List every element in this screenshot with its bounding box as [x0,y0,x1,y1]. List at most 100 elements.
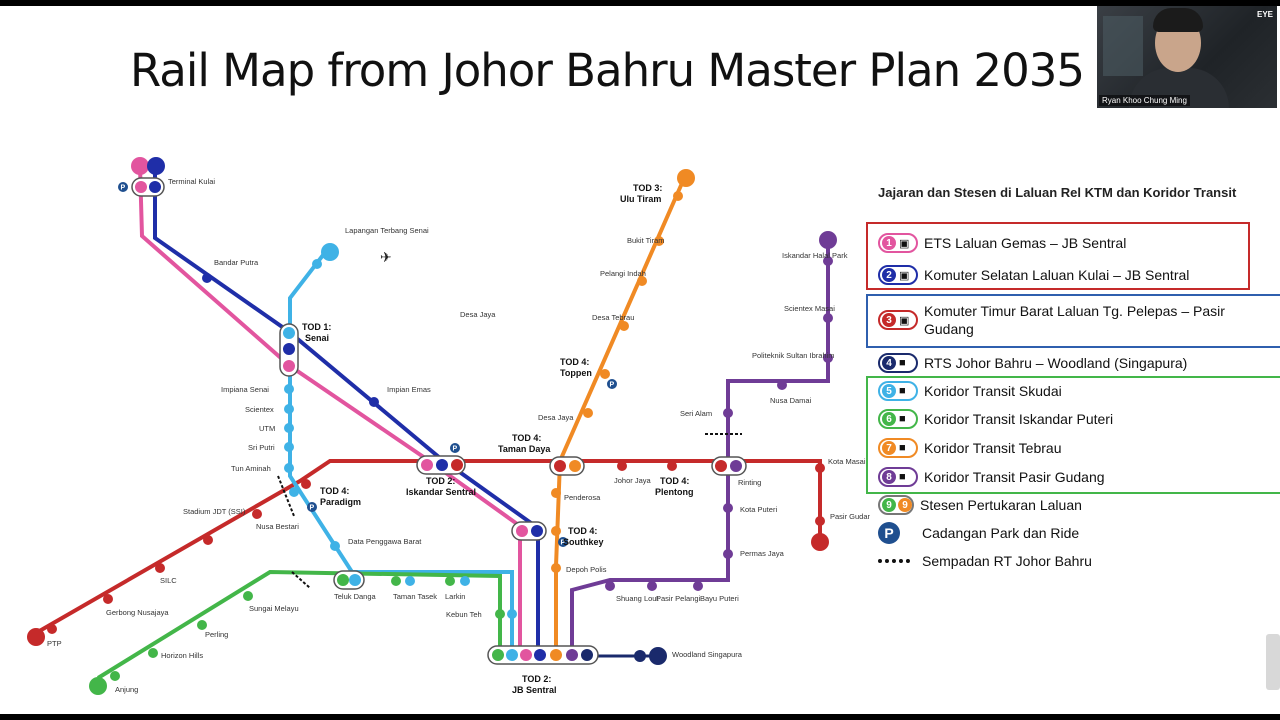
svg-text:Bukit Tiram: Bukit Tiram [627,236,665,245]
svg-text:Teluk Danga: Teluk Danga [334,592,377,601]
legend-box-timur-barat [866,294,1280,348]
boundary-dash-west [277,475,295,517]
line-5-terminus[interactable] [321,243,339,261]
line-6-iskandar-puteri [96,569,502,680]
rts-terminus-4[interactable] [649,647,667,665]
tod-senai-label: TOD 1:Senai [302,322,331,343]
tod-taman-daya-label: TOD 4:Taman Daya [498,433,551,454]
presenter-hair [1153,8,1203,32]
svg-text:SILC: SILC [160,576,177,585]
boundary-dash-south [291,571,311,589]
legend-item-6: 6■ Koridor Transit Iskandar Puteri [878,408,1113,430]
svg-text:Impian Emas: Impian Emas [387,385,431,394]
svg-text:Kota Puteri: Kota Puteri [740,505,777,514]
svg-text:P: P [121,185,126,192]
station-labels: Terminal Kulai Bandar Putra Lapangan Ter… [47,177,870,694]
svg-text:Tun Aminah: Tun Aminah [231,464,271,473]
svg-text:Kota Masai: Kota Masai [828,457,866,466]
svg-text:Taman Tasek: Taman Tasek [393,592,437,601]
svg-text:Terminal Kulai: Terminal Kulai [168,177,215,186]
slide: Rail Map from Johor Bahru Master Plan 20… [0,6,1280,714]
svg-text:Nusa Bestari: Nusa Bestari [256,522,299,531]
scrollbar-handle[interactable] [1266,634,1280,690]
park-ride-icons: P P P P P [118,182,617,547]
svg-text:P: P [310,505,315,512]
svg-text:Data Penggawa Barat: Data Penggawa Barat [348,537,422,546]
svg-text:Rinting: Rinting [738,478,761,487]
line-7-terminus[interactable] [677,169,695,187]
svg-text:Nusa Damai: Nusa Damai [770,396,812,405]
train-icon: ▣ [899,237,910,250]
legend-item-3: 3▣ Komuter Timur Barat Laluan Tg. Pelepa… [878,302,1274,337]
svg-text:Desa Jaya: Desa Jaya [460,310,496,319]
airport-icon: ✈ [380,249,392,265]
legend-item-7: 7■ Koridor Transit Tebrau [878,437,1061,459]
line-3-east-terminus[interactable] [811,533,829,551]
svg-text:Politeknik Sultan Ibrahim: Politeknik Sultan Ibrahim [752,351,835,360]
bus-icon: ■ [899,442,906,454]
svg-text:Bayu Puteri: Bayu Puteri [700,594,739,603]
svg-text:Depoh Polis: Depoh Polis [566,565,607,574]
train-icon: ▣ [899,269,910,282]
svg-text:Iskandar Halal Park: Iskandar Halal Park [782,251,848,260]
svg-text:Penderosa: Penderosa [564,493,601,502]
svg-text:Scientex: Scientex [245,405,274,414]
tod-paradigm-label: TOD 4:Paradigm [320,486,361,507]
legend-item-boundary: Sempadan RT Johor Bahru [878,550,1092,572]
line-7-tebrau [554,173,688,656]
svg-text:Permas Jaya: Permas Jaya [740,549,785,558]
rts-station-1[interactable] [634,650,646,662]
svg-text:Pasir Gudang: Pasir Gudang [830,512,870,521]
svg-text:Sri Putri: Sri Putri [248,443,275,452]
svg-text:Anjung: Anjung [115,685,138,694]
svg-text:Kebun Teh: Kebun Teh [446,610,482,619]
svg-text:Bandar Putra: Bandar Putra [214,258,259,267]
legend-box-ktm [866,222,1250,290]
svg-text:P: P [610,382,615,389]
svg-text:Scientex Masai: Scientex Masai [784,304,835,313]
line-5-skudai [288,244,514,656]
line-3-timur-barat [35,459,822,635]
legend-item-4: 4■ RTS Johor Bahru – Woodland (Singapura… [878,352,1187,374]
svg-text:Desa Tebrau: Desa Tebrau [592,313,634,322]
line-3-west-terminus[interactable] [27,628,45,646]
bus-icon: ■ [899,385,906,397]
tod-toppen-label: TOD 4:Toppen [560,357,592,378]
rail-map: P P P P P ✈ TOD 1:Senai TOD 2:JB Sentral… [27,157,870,695]
svg-text:Johor Jaya: Johor Jaya [614,476,652,485]
boundary-dash-icon [878,559,910,563]
webcam-thumbnail[interactable]: EYE Ryan Khoo Chung Ming [1097,6,1277,108]
legend-item-2: 2▣ Komuter Selatan Laluan Kulai – JB Sen… [878,264,1189,286]
tod-southkey-label: TOD 4:Southkey [563,526,604,547]
svg-text:UTM: UTM [259,424,275,433]
svg-text:P: P [453,446,458,453]
slide-title: Rail Map from Johor Bahru Master Plan 20… [130,44,1085,97]
legend-item-5: 5■ Koridor Transit Skudai [878,380,1062,402]
legend-box-transit [866,376,1280,494]
bus-icon: ■ [899,471,906,483]
tod-jb-sentral-label: TOD 2:JB Sentral [512,674,557,695]
line-1-terminus[interactable] [131,157,149,175]
svg-text:Stadium JDT (SSI): Stadium JDT (SSI) [183,507,246,516]
presenter-name: Ryan Khoo Chung Ming [1099,95,1190,106]
svg-text:PTP: PTP [47,639,62,648]
line-2-terminus[interactable] [147,157,165,175]
line-8-terminus[interactable] [819,231,837,249]
bus-icon: ■ [899,413,906,425]
park-ride-icon: P [878,522,900,544]
svg-text:Larkin: Larkin [445,592,465,601]
svg-text:Pasir Pelangi: Pasir Pelangi [656,594,701,603]
svg-text:Seri Alam: Seri Alam [680,409,712,418]
line-6-terminus[interactable] [89,677,107,695]
legend-item-park-ride: P Cadangan Park dan Ride [878,522,1079,544]
legend-heading: Jajaran dan Stesen di Laluan Rel KTM dan… [878,185,1237,200]
background-window [1103,16,1143,76]
svg-text:Shuang Lout: Shuang Lout [616,594,659,603]
tod-ulu-tiram-label: TOD 3:Ulu Tiram [620,183,662,204]
svg-text:Impiana Senai: Impiana Senai [221,385,269,394]
bus-icon: ■ [899,357,906,369]
svg-text:Horizon Hills: Horizon Hills [161,651,203,660]
tod-iskandar-sentral-label: TOD 2:Iskandar Sentral [406,476,476,497]
line-8-pasir-gudang [570,238,830,656]
svg-text:Woodland Singapura: Woodland Singapura [672,650,743,659]
